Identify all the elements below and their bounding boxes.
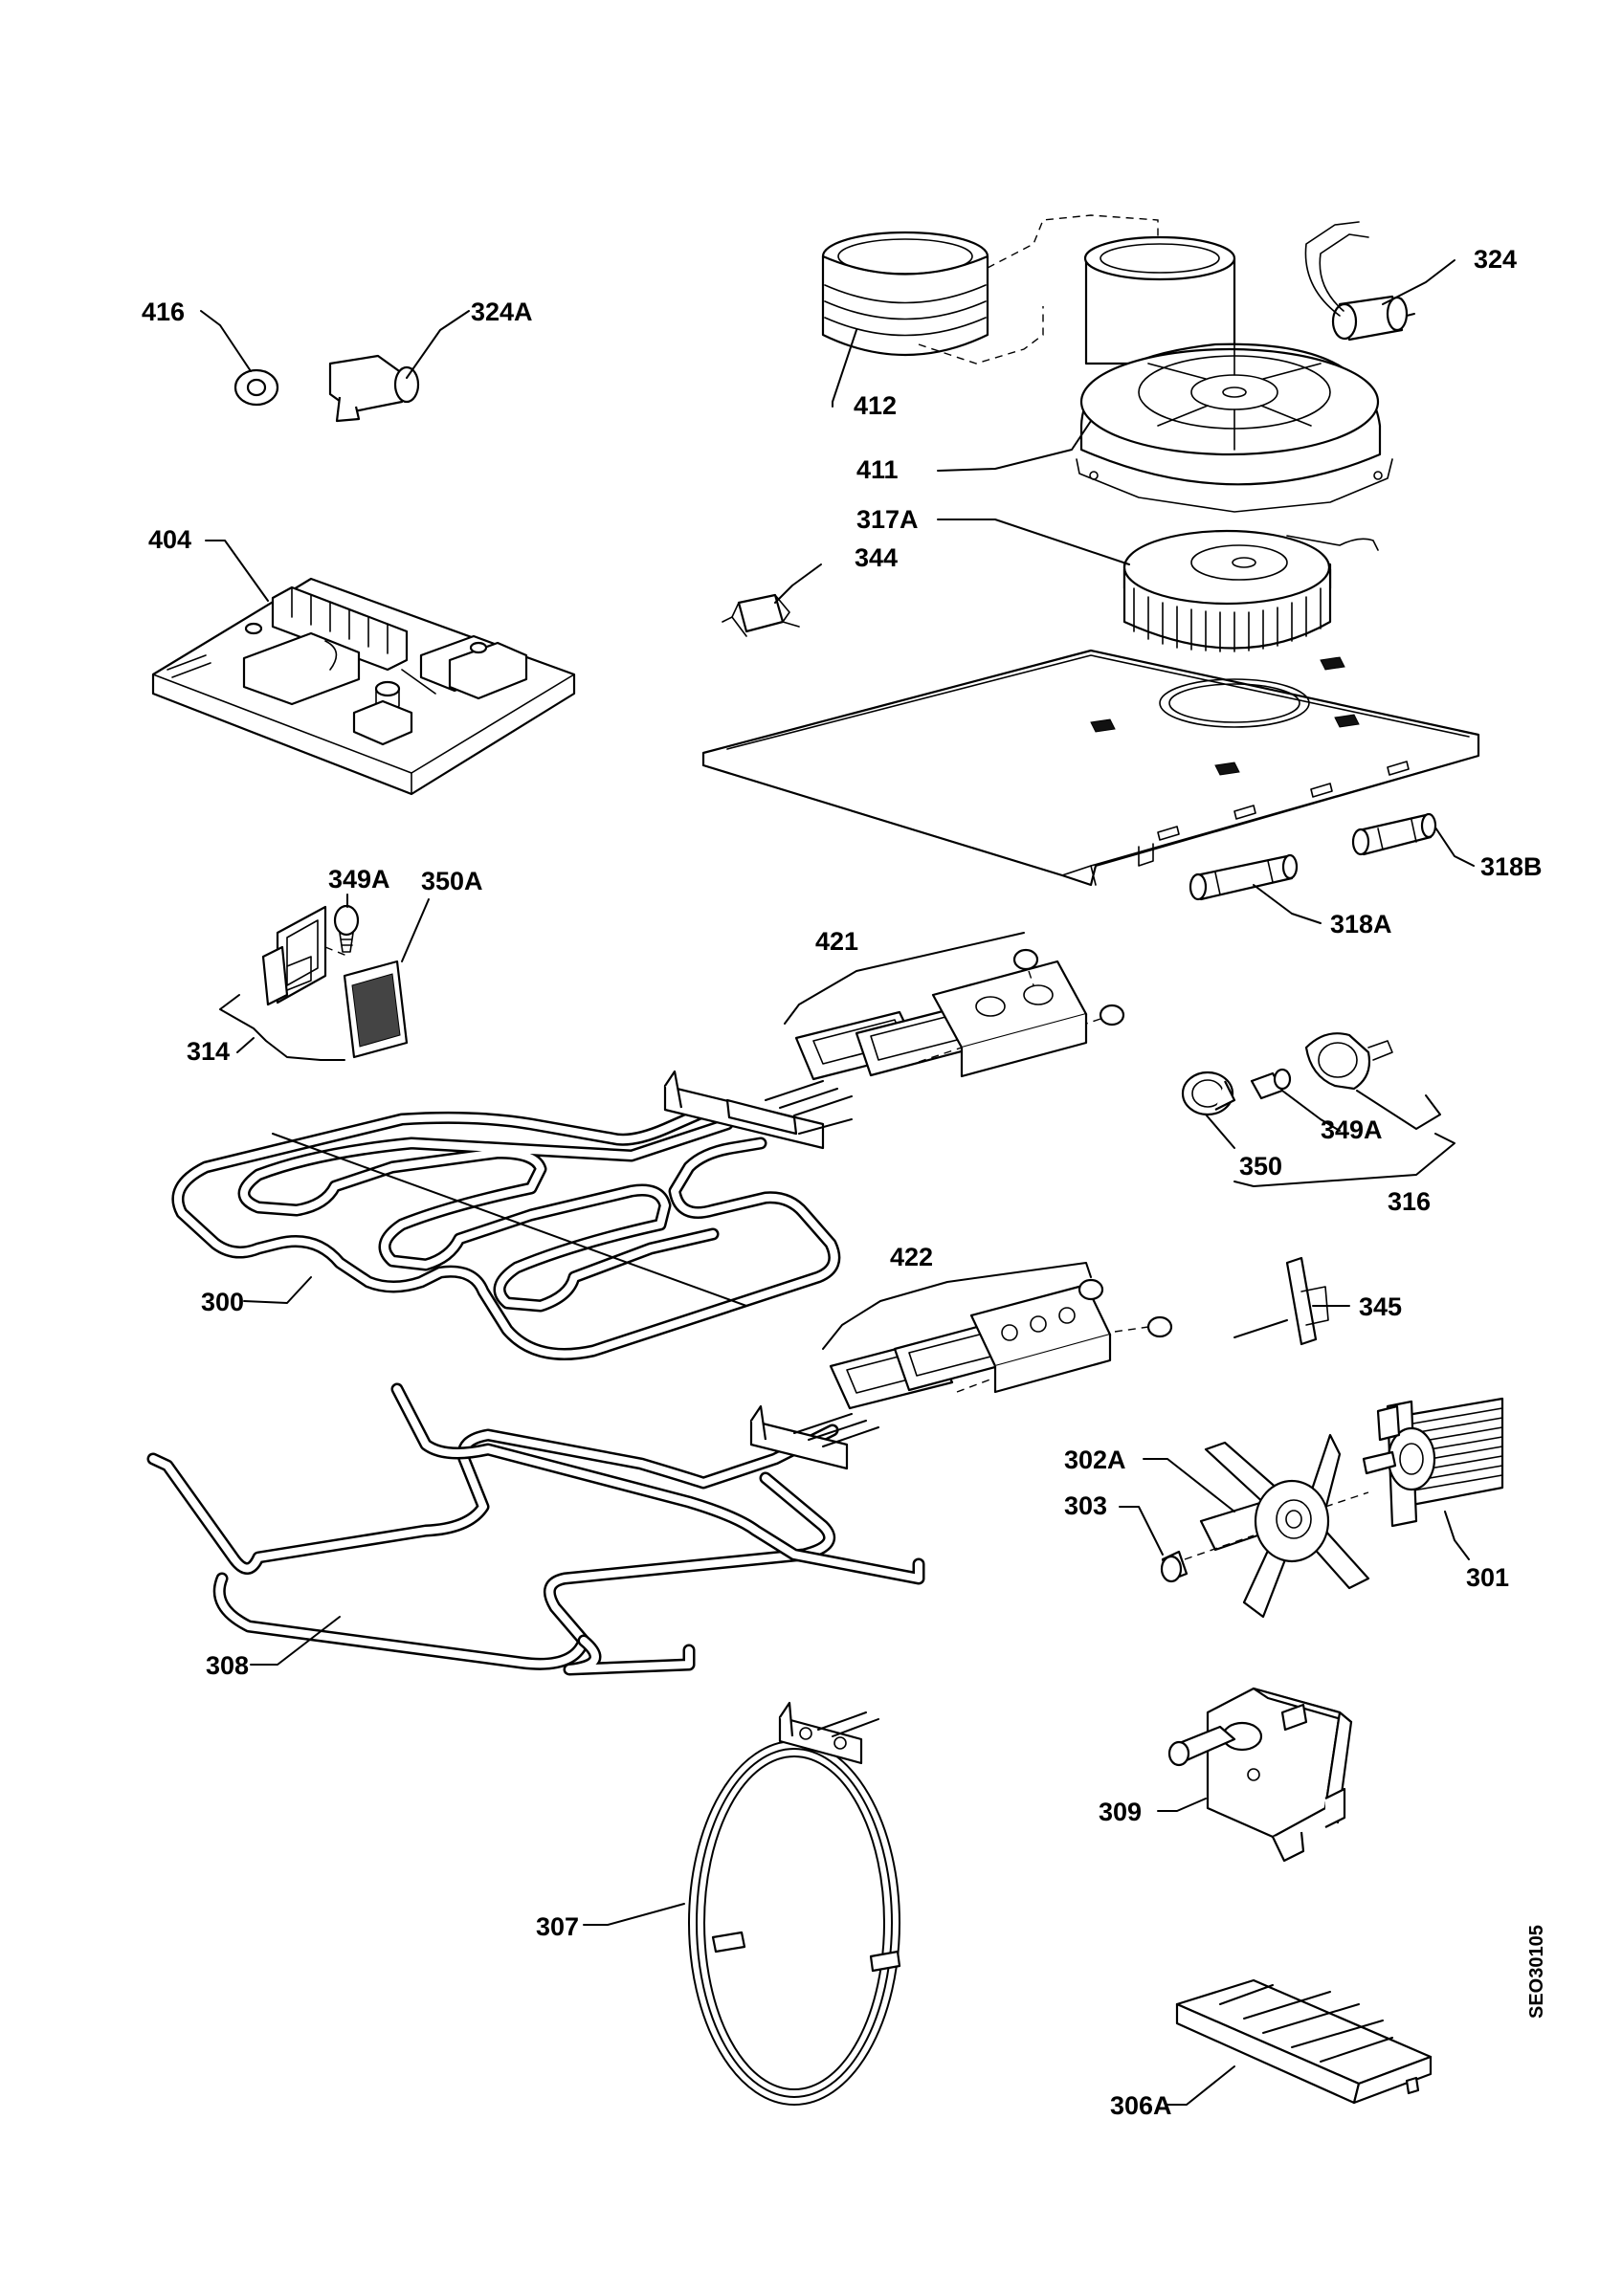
label-303: 303	[1064, 1491, 1107, 1520]
label-314: 314	[187, 1037, 230, 1066]
part-303-nut[interactable]	[1119, 1506, 1255, 1583]
part-404-control-board[interactable]	[151, 540, 576, 796]
part-314-lamp-assembly[interactable]	[219, 904, 409, 1061]
label-344: 344	[855, 543, 898, 572]
label-300: 300	[201, 1288, 244, 1316]
label-350: 350	[1239, 1152, 1282, 1181]
label-404: 404	[148, 525, 191, 554]
part-324-capacitor[interactable]	[1304, 221, 1455, 342]
part-422-connector-set[interactable]	[822, 1262, 1173, 1410]
label-308: 308	[206, 1651, 249, 1680]
label-349A-right: 349A	[1321, 1115, 1383, 1144]
part-411-fan-housing[interactable]	[937, 235, 1393, 513]
label-350A: 350A	[421, 867, 483, 895]
label-318B: 318B	[1480, 852, 1543, 881]
label-349A-top: 349A	[328, 865, 390, 894]
part-412-duct-ring[interactable]	[821, 231, 989, 408]
label-317A: 317A	[856, 505, 919, 534]
part-318B-lamp-holder[interactable]	[1351, 812, 1475, 867]
part-300-grill-element[interactable]	[171, 1070, 853, 1361]
label-307: 307	[536, 1912, 579, 1941]
part-308-lower-element[interactable]	[146, 1382, 925, 1676]
part-301-fan-motor[interactable]	[1362, 1397, 1504, 1560]
part-318A-lamp-holder[interactable]	[1189, 853, 1322, 924]
drawing-code: SEO30105	[1526, 1925, 1547, 2019]
label-412: 412	[854, 391, 897, 420]
part-302A-fan-blade[interactable]	[1143, 1433, 1370, 1619]
part-307-circular-element[interactable]	[583, 1701, 901, 2106]
label-301: 301	[1466, 1563, 1509, 1592]
part-316-lamp-assembly[interactable]	[1181, 1032, 1455, 1187]
label-345: 345	[1359, 1292, 1402, 1321]
part-317A-fan-wheel[interactable]	[937, 519, 1379, 652]
part-309-thermostat[interactable]	[1157, 1687, 1353, 1863]
label-422: 422	[890, 1243, 933, 1271]
label-416: 416	[142, 298, 185, 326]
label-302A: 302A	[1064, 1446, 1126, 1474]
label-316: 316	[1388, 1187, 1431, 1216]
part-324A-switch[interactable]	[328, 310, 470, 423]
part-416-grommet[interactable]	[200, 310, 279, 407]
part-421-connector-set[interactable]	[784, 932, 1125, 1081]
part-345-probe[interactable]	[1233, 1256, 1350, 1346]
label-411: 411	[856, 455, 899, 484]
label-421: 421	[815, 927, 858, 956]
label-324: 324	[1474, 245, 1517, 274]
cavity-top-plate	[701, 649, 1480, 887]
label-306A: 306A	[1110, 2091, 1172, 2120]
label-324A: 324A	[471, 298, 533, 326]
label-318A: 318A	[1330, 910, 1392, 938]
part-344-relay[interactable]	[722, 563, 822, 637]
part-306A-cover[interactable]	[1165, 1978, 1433, 2106]
label-309: 309	[1099, 1798, 1142, 1826]
